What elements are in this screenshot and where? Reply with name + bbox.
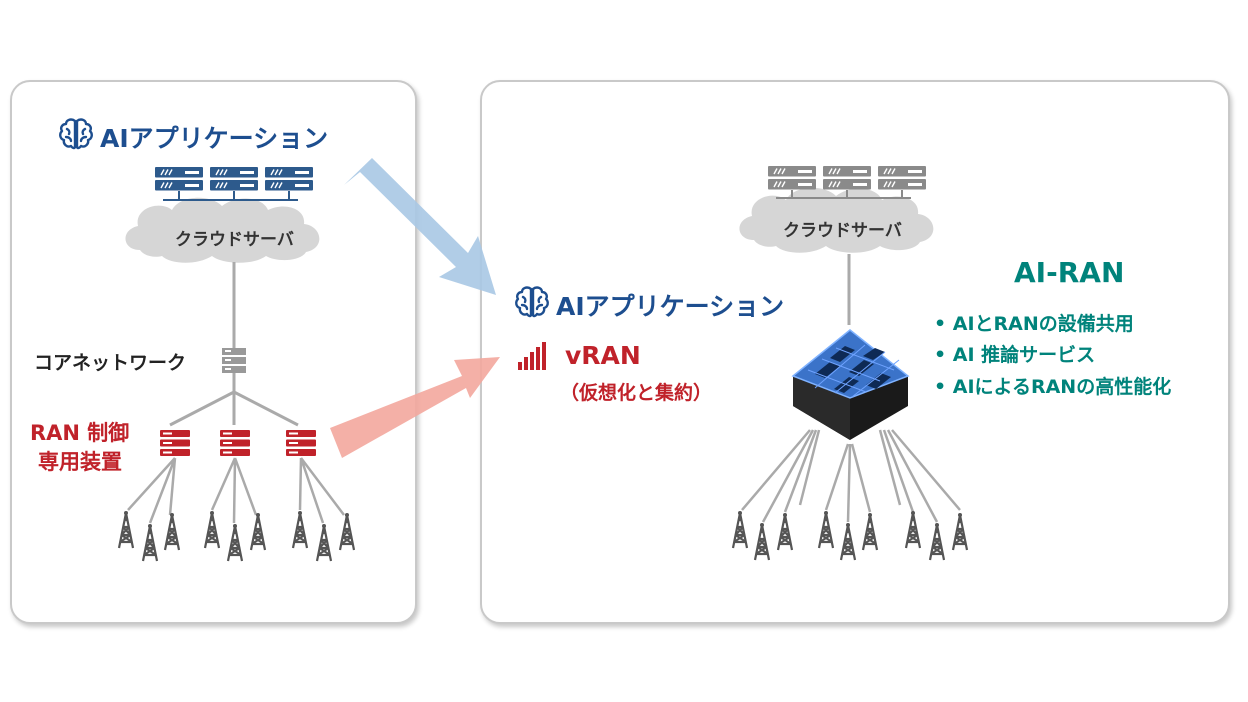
right-towers (731, 510, 969, 562)
right-cloud-server-label: クラウドサーバ (783, 221, 902, 241)
left-towers (117, 510, 356, 563)
airan-title: AI-RAN (1014, 256, 1125, 289)
left-cloud (125, 197, 320, 263)
ran-control-label-line1: RAN 制御 (30, 421, 130, 445)
airan-item-2-text: AI 推論サービス (952, 344, 1096, 366)
vran-title: vRAN (565, 341, 641, 370)
arrow-ran-to-vran (330, 357, 500, 458)
core-switch (222, 348, 246, 373)
airan-item-2: • AI 推論サービス (934, 344, 1096, 366)
right-server-rack (768, 166, 926, 199)
right-ai-application-label: AIアプリケーション (556, 292, 785, 321)
airan-item-1: • AIとRANの設備共用 (934, 313, 1134, 335)
vran-signal-icon (518, 342, 546, 370)
gpu-server-cube (791, 329, 910, 440)
airan-item-3: • AIによるRANの高性能化 (934, 376, 1172, 398)
right-cloud (739, 187, 934, 253)
airan-item-1-text: AIとRANの設備共用 (952, 313, 1134, 335)
arrow-ai-to-ai (344, 158, 496, 295)
left-ai-application-label: AIアプリケーション (100, 124, 329, 153)
airan-item-3-text: AIによるRANの高性能化 (952, 376, 1172, 398)
left-cloud-server-label: クラウドサーバ (175, 230, 294, 250)
left-server-rack (155, 167, 313, 201)
core-network-label: コアネットワーク (34, 352, 187, 374)
vran-subtitle: （仮想化と集約） (560, 382, 713, 404)
ran-control-label-line2: 専用装置 (38, 450, 122, 474)
